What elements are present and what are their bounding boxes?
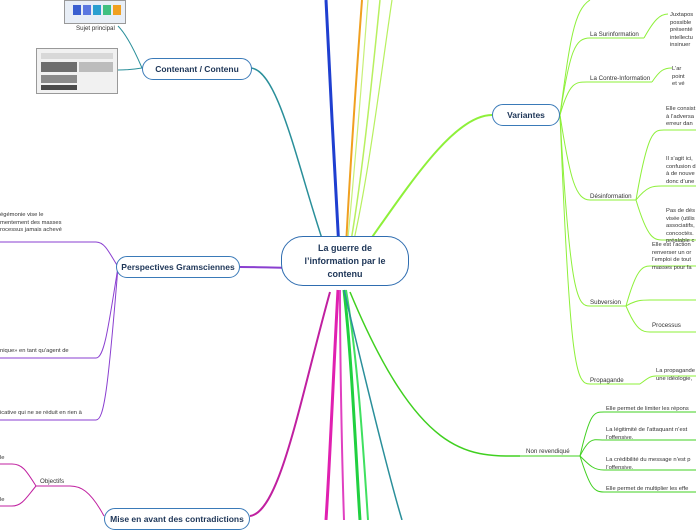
topic-perspectives-gramsciennes[interactable]: Perspectives Gramsciennes [116, 256, 240, 278]
propagande-text: La propagande une idéologie, [656, 368, 696, 382]
topic-variantes-label: Variantes [507, 110, 545, 120]
connector-contenant [249, 67, 331, 263]
gramsci-note-2: nique» en tant qu’agent de [0, 348, 69, 354]
surinformation-text: Juxtapos possible présenté intellectu in… [670, 12, 694, 49]
sujet-principal-label: Sujet principal [76, 25, 115, 32]
non-revendique-item-3: La crédibilité du message n’est p l’offe… [606, 457, 691, 471]
label-propagande: Propagande [590, 377, 624, 384]
central-topic-label: La guerre de l’information par le conten… [304, 242, 386, 279]
connector-magenta-1 [324, 289, 340, 520]
non-revendique-item-2: La légitimité de l’attaquant n’est l’off… [606, 427, 688, 441]
non-revendique-item-4: Elle permet de multiplier les effe [606, 486, 689, 492]
subversion-text-1: Elle est l’action renverser un or l’empl… [652, 242, 692, 271]
connector-teal-bottom [343, 289, 403, 520]
label-contre-information: La Contre-Information [590, 75, 651, 82]
objectifs-label: Objectifs [40, 478, 65, 485]
desinformation-text-1: Elle consist à l’adversa erreur dan [666, 106, 696, 128]
label-non-revendique: Non revendiqué [526, 448, 570, 455]
topic-contradictions-label: Mise en avant des contradictions [110, 514, 244, 524]
gramsci-note-1: égémonie vise le mentement des masses ro… [0, 212, 62, 234]
topic-perspectives-gramsciennes-label: Perspectives Gramsciennes [121, 262, 235, 272]
central-topic[interactable]: La guerre de l’information par le conten… [281, 236, 409, 286]
connector-green-1 [342, 289, 362, 520]
label-processus: Processus [652, 322, 681, 329]
sujet-principal-image [64, 0, 126, 24]
topic-contenant-contenu[interactable]: Contenant / Contenu [142, 58, 252, 80]
objectif-item-2: le [0, 497, 5, 503]
connector-magenta-2 [339, 289, 345, 520]
label-subversion: Subversion [590, 299, 621, 306]
connector-contradictions [249, 291, 331, 517]
topic-contenant-contenu-label: Contenant / Contenu [155, 64, 239, 74]
label-surinformation: La Surinformation [590, 31, 639, 38]
label-desinformation: Désinformation [590, 193, 632, 200]
desinformation-text-3: Pas de dés visée (utilis associatifs, co… [666, 208, 696, 245]
topic-contradictions[interactable]: Mise en avant des contradictions [104, 508, 250, 530]
topic-variantes[interactable]: Variantes [492, 104, 560, 126]
objectif-item-1: le [0, 455, 5, 461]
connector-lime-1 [345, 0, 381, 269]
non-revendique-item-1: Elle permet de limiter les répons [606, 406, 689, 412]
connector-sujet [117, 25, 143, 69]
contenant-contenu-image [36, 48, 118, 94]
gramsci-note-3: icative qui ne se réduit en rien à [0, 410, 82, 416]
desinformation-text-2: Il s’agit ici, confusion d à de nouve do… [666, 156, 696, 185]
contre-information-text: L’ar point et vé [672, 66, 685, 88]
connector-blue [324, 0, 342, 269]
